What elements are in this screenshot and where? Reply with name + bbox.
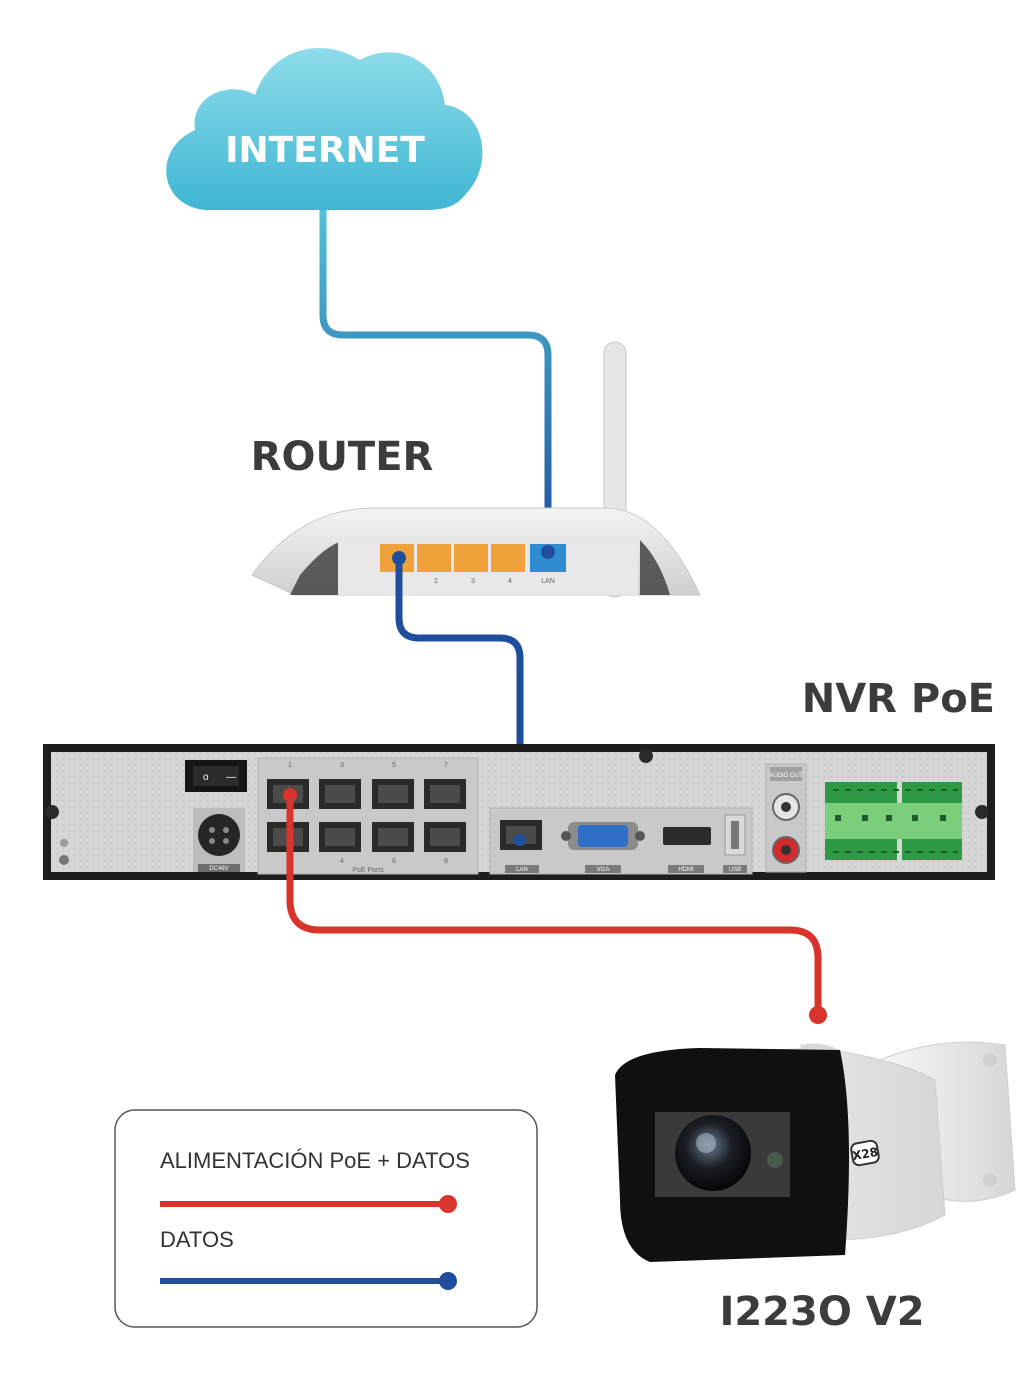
poe-port-number: 5 (392, 762, 396, 769)
camera: X28 I223O V2 (615, 1041, 1016, 1335)
lan-label: LAN (516, 867, 528, 873)
camera-label: I223O V2 (719, 1289, 924, 1335)
camera-brand-logo (850, 1139, 880, 1167)
poe-port-number: 8 (444, 858, 448, 865)
hdmi-port (663, 827, 711, 845)
legend-data-dot (439, 1272, 457, 1290)
poe-port-number: 1 (288, 762, 292, 769)
legend-data-label: DATOS (160, 1227, 234, 1252)
router-nvr-cable (395, 558, 524, 840)
poe-ports-label: PoE Ports (352, 867, 384, 874)
router-port-number: 2 (434, 578, 438, 585)
router-port-4 (491, 544, 525, 572)
poe-port-number: 3 (340, 762, 344, 769)
legend-poe-dot (439, 1195, 457, 1213)
nvr: NVR PoE o — DC48V (43, 676, 995, 880)
router: ROUTER 2 3 4 LAN (251, 341, 701, 598)
vga-port (578, 825, 628, 847)
poe-port-number: 4 (340, 858, 344, 865)
dc-power-jack (198, 814, 240, 856)
legend: ALIMENTACIÓN PoE + DATOS DATOS (114, 1109, 538, 1328)
nvr-camera-poe-cable (286, 795, 822, 1015)
internet-router-cable (319, 210, 552, 552)
hdmi-label: HDMI (678, 867, 694, 873)
alarm-terminal-block (825, 782, 962, 860)
svg-text:o: o (203, 772, 209, 783)
svg-text:—: — (226, 772, 236, 783)
vga-label: VGA (597, 867, 610, 873)
legend-poe-label: ALIMENTACIÓN PoE + DATOS (160, 1148, 470, 1173)
router-port-2 (417, 544, 451, 572)
router-port-3 (454, 544, 488, 572)
nvr-label: NVR PoE (802, 676, 995, 722)
internet-label: INTERNET (225, 130, 425, 171)
poe-port-number: 6 (392, 858, 396, 865)
legend-box (114, 1109, 538, 1328)
camera-brand-text: X28 (851, 1145, 879, 1163)
camera-lens (675, 1115, 751, 1191)
poe-port-number: 7 (444, 762, 448, 769)
router-label: ROUTER (251, 434, 434, 480)
internet-cloud: INTERNET (166, 47, 483, 211)
dc-label: DC48V (209, 866, 228, 872)
ir-sensor (767, 1152, 783, 1168)
audio-label: AUDIO OUT (769, 773, 803, 779)
router-port-number: 4 (508, 578, 512, 585)
usb-label: USB (729, 867, 741, 873)
router-lan-label: LAN (541, 578, 555, 585)
router-port-number: 3 (471, 578, 475, 585)
